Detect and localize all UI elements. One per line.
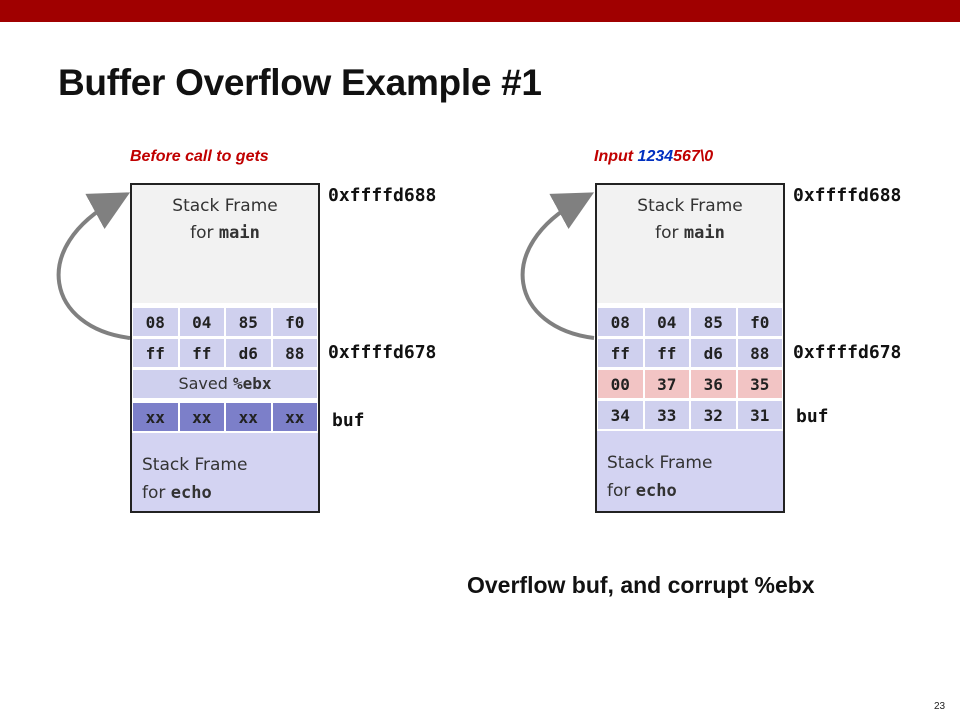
right-echo-frame-label: Stack Frame (607, 453, 713, 473)
left-return-arrow (56, 192, 131, 340)
buf-cell: xx (271, 402, 318, 432)
left-row-return-addr-2: ff ff d6 88 (132, 338, 318, 368)
buf-cell: xx (225, 402, 272, 432)
buf-cell: 32 (690, 400, 737, 430)
left-row-return-addr-1: 08 04 85 f0 (132, 307, 318, 337)
slide-title: Buffer Overflow Example #1 (58, 62, 542, 103)
right-stack-diagram: Stack Frame for main 08 04 85 f0 ff ff d… (595, 183, 785, 513)
byte-cell: 36 (690, 369, 737, 399)
left-saved-ebx: Saved %ebx (132, 369, 318, 399)
right-echo-frame-label2: for echo (607, 481, 677, 501)
buf-cell: xx (178, 402, 225, 432)
byte-cell: ff (597, 338, 644, 368)
right-buf-label: buf (796, 406, 829, 427)
byte-cell: ff (643, 338, 690, 368)
right-caption-blue: 1234 (637, 148, 674, 165)
byte-cell: ff (178, 338, 225, 368)
byte-cell: 35 (736, 369, 783, 399)
byte-cell: ff (132, 338, 179, 368)
buf-cell: 31 (736, 400, 783, 430)
right-row-return-addr-2: ff ff d6 88 (597, 338, 783, 368)
right-row-corrupted-ebx: 00 37 36 35 (597, 369, 783, 399)
byte-cell: 85 (225, 307, 272, 337)
right-caption-prefix: Input (594, 148, 638, 165)
right-buf-row: 34 33 32 31 (597, 400, 783, 430)
right-return-arrow (520, 192, 595, 340)
byte-cell: f0 (271, 307, 318, 337)
byte-cell: 04 (178, 307, 225, 337)
bottom-caption: Overflow buf, and corrupt %ebx (467, 572, 815, 598)
left-separator (132, 399, 318, 402)
right-main-frame: Stack Frame for main (597, 185, 783, 303)
right-row-return-addr-1: 08 04 85 f0 (597, 307, 783, 337)
byte-cell: 08 (132, 307, 179, 337)
byte-cell: 88 (736, 338, 783, 368)
right-caption: Input 1234567\0 (594, 148, 713, 166)
byte-cell: 00 (597, 369, 644, 399)
right-main-frame-label: Stack Frame (637, 196, 743, 216)
left-echo-frame: Stack Frame for echo (132, 433, 318, 511)
left-main-frame-label2: for main (190, 223, 260, 243)
left-stack-diagram: Stack Frame for main 08 04 85 f0 ff ff d… (130, 183, 320, 513)
left-buf-label: buf (332, 410, 365, 431)
left-echo-frame-label: Stack Frame (142, 455, 248, 475)
byte-cell: 04 (643, 307, 690, 337)
byte-cell: 88 (271, 338, 318, 368)
byte-cell: f0 (736, 307, 783, 337)
byte-cell: 85 (690, 307, 737, 337)
left-echo-frame-label2: for echo (142, 483, 212, 503)
left-addr-top: 0xffffd688 (328, 185, 437, 206)
left-caption: Before call to gets (130, 148, 269, 165)
page-number: 23 (934, 701, 946, 712)
left-buf-row: xx xx xx xx (132, 402, 318, 432)
byte-cell: d6 (225, 338, 272, 368)
right-addr-mid: 0xffffd678 (793, 342, 902, 363)
byte-cell: 37 (643, 369, 690, 399)
right-echo-frame: Stack Frame for echo (597, 431, 783, 511)
buf-cell: xx (132, 402, 179, 432)
left-addr-mid: 0xffffd678 (328, 342, 437, 363)
buf-cell: 33 (643, 400, 690, 430)
right-main-frame-label2: for main (655, 223, 725, 243)
right-caption-red: 567\0 (673, 148, 714, 165)
left-main-frame-label: Stack Frame (172, 196, 278, 216)
byte-cell: 08 (597, 307, 644, 337)
right-addr-top: 0xffffd688 (793, 185, 902, 206)
top-bar (0, 0, 960, 22)
buf-cell: 34 (597, 400, 644, 430)
left-main-frame: Stack Frame for main (132, 185, 318, 303)
byte-cell: d6 (690, 338, 737, 368)
